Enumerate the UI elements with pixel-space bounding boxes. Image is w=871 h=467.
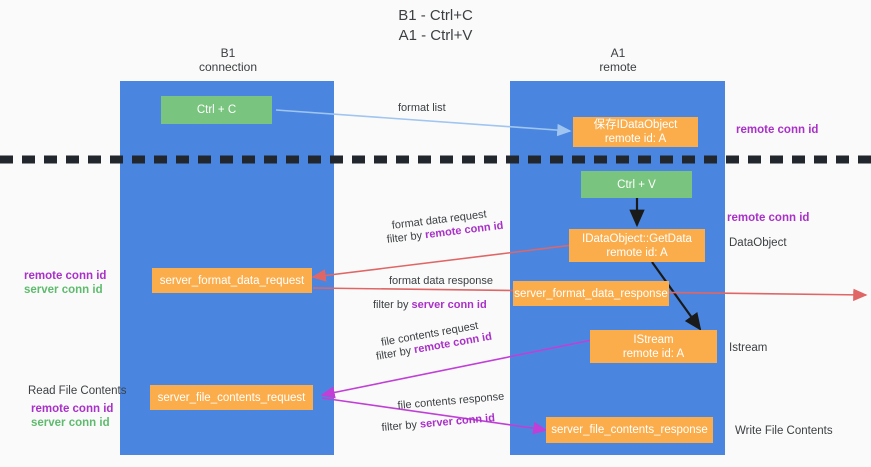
label-format-data-response-filter: filter by server conn id bbox=[373, 298, 487, 312]
box-server-format-data-request-label: server_format_data_request bbox=[159, 274, 305, 287]
annotation-remote-conn-id-top: remote conn id bbox=[736, 124, 819, 136]
filter-prefix: filter by bbox=[381, 418, 421, 434]
diagram-title: B1 - Ctrl+C A1 - Ctrl+V bbox=[0, 6, 871, 46]
column-header-b1-role: connection bbox=[198, 60, 258, 74]
title-line-1: B1 - Ctrl+C bbox=[398, 7, 473, 24]
box-server-format-data-response-label: server_format_data_response bbox=[514, 287, 668, 300]
box-server-file-contents-response-label: server_file_contents_response bbox=[551, 424, 708, 436]
label-format-list: format list bbox=[398, 102, 446, 114]
box-server-format-data-response[interactable]: server_format_data_response bbox=[513, 281, 669, 306]
box-ctrl-v-label: Ctrl + V bbox=[617, 178, 656, 191]
box-save-idataobject[interactable]: 保存IDataObject remote id: A bbox=[573, 117, 698, 147]
annotation-left-remote-conn-id: remote conn id bbox=[24, 270, 107, 282]
box-server-file-contents-response[interactable]: server_file_contents_response bbox=[546, 417, 713, 443]
arrow-getdata-to-istream bbox=[651, 261, 702, 331]
filter-key-server-conn-id: server conn id bbox=[411, 299, 487, 311]
column-header-b1-name: B1 bbox=[220, 46, 236, 60]
box-server-file-contents-request[interactable]: server_file_contents_request bbox=[150, 385, 313, 410]
annotation-istream: Istream bbox=[729, 342, 768, 354]
box-istream-line2: remote id: A bbox=[622, 347, 685, 360]
annotation-write-file-contents: Write File Contents bbox=[735, 425, 833, 437]
arrow-file-contents-request bbox=[320, 339, 593, 399]
box-idataobject-getdata-line2: remote id: A bbox=[606, 246, 668, 259]
box-ctrl-c[interactable]: Ctrl + C bbox=[161, 96, 272, 124]
annotation-remote-conn-id-mid: remote conn id bbox=[727, 212, 810, 224]
label-format-data-response: format data response bbox=[389, 275, 493, 287]
box-idataobject-getdata[interactable]: IDataObject::GetData remote id: A bbox=[569, 229, 705, 262]
arrow-format-list bbox=[275, 109, 572, 137]
box-ctrl-c-label: Ctrl + C bbox=[196, 104, 237, 116]
annotation-left-server-conn-id: server conn id bbox=[24, 284, 103, 296]
box-istream-line1: IStream bbox=[633, 333, 674, 346]
box-ctrl-v[interactable]: Ctrl + V bbox=[581, 171, 692, 198]
box-save-idataobject-line1: 保存IDataObject bbox=[593, 119, 678, 131]
box-idataobject-getdata-line1: IDataObject::GetData bbox=[582, 232, 692, 245]
column-header-b1: B1 connection bbox=[130, 46, 326, 74]
filter-prefix: filter by bbox=[373, 299, 412, 311]
arrow-format-data-request bbox=[311, 244, 574, 282]
annotation-dataobject: DataObject bbox=[729, 237, 787, 249]
annotation-left-remote-conn-id-2: remote conn id bbox=[31, 403, 114, 415]
column-header-a1: A1 remote bbox=[520, 46, 716, 74]
title-line-2: A1 - Ctrl+V bbox=[398, 27, 473, 44]
column-header-a1-name: A1 bbox=[610, 46, 626, 60]
box-server-file-contents-request-label: server_file_contents_request bbox=[157, 391, 306, 404]
annotation-read-file-contents: Read File Contents bbox=[28, 385, 127, 397]
box-save-idataobject-line2: remote id: A bbox=[604, 133, 667, 145]
arrow-file-contents-response bbox=[321, 397, 548, 435]
annotation-left-server-conn-id-2: server conn id bbox=[31, 417, 110, 429]
column-header-a1-role: remote bbox=[599, 60, 637, 74]
box-server-format-data-request[interactable]: server_format_data_request bbox=[152, 268, 312, 293]
box-istream[interactable]: IStream remote id: A bbox=[590, 330, 717, 363]
